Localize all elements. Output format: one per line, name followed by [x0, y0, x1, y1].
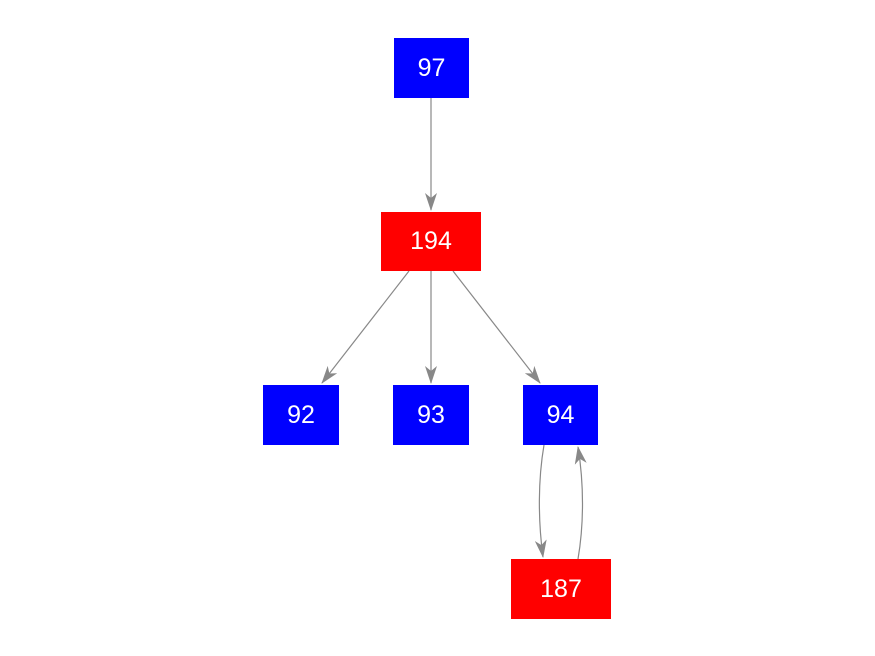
node-97: 97 — [394, 38, 469, 98]
node-94: 94 — [523, 385, 598, 445]
edge-194-94 — [452, 270, 541, 384]
node-93: 93 — [393, 385, 469, 445]
edge-194-92 — [321, 270, 410, 384]
node-92: 92 — [263, 385, 339, 445]
node-187: 187 — [511, 559, 611, 619]
node-194: 194 — [381, 212, 481, 271]
edge-187-94 — [574, 446, 587, 560]
edge-94-187 — [534, 444, 547, 558]
